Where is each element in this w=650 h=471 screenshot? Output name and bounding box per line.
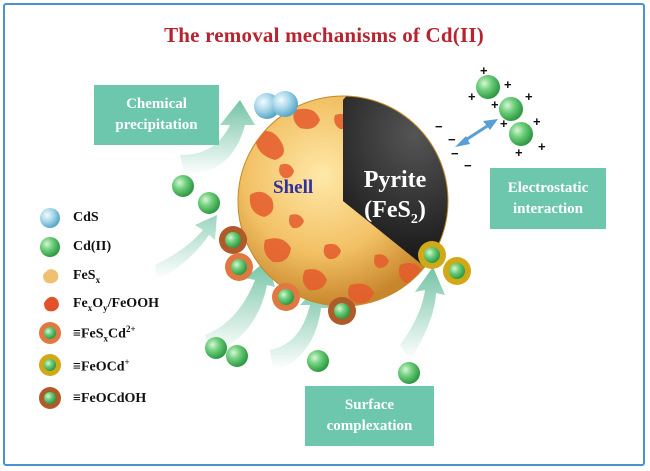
minus-sign: − [435, 119, 443, 134]
arrow-bottom-left [270, 283, 330, 370]
iron-oxide-patches [249, 96, 448, 304]
legend-item-fesxcd: ≡FeSxCd2+ [35, 321, 136, 347]
pyrite-label: Pyrite (FeS2) [345, 165, 445, 235]
minus-sign: − [451, 146, 459, 161]
charge-signs: + + + + + + + + + − − − − [435, 63, 546, 173]
plus-sign: + [468, 89, 476, 104]
arrow-bottom-right [400, 267, 445, 360]
arrow-left-lower [205, 260, 275, 353]
legend-item-feocdoh: ≡FeOCdOH [35, 386, 146, 412]
legend: CdS Cd(II) FeSx FexOy/FeOOH ≡FeSxCd2+ ≡F… [35, 205, 225, 433]
box-label-line: precipitation [115, 117, 198, 133]
legend-item-cd-ii: Cd(II) [35, 234, 111, 260]
arrow-left-far [155, 215, 217, 280]
legend-label: Cd(II) [73, 239, 112, 254]
plus-sign: + [491, 97, 499, 112]
plus-sign: + [504, 77, 512, 92]
cd-ions [172, 75, 533, 384]
legend-icons [39, 208, 61, 409]
minus-sign: − [464, 158, 472, 173]
plus-sign: + [538, 139, 546, 154]
legend-label: ≡FeSxCd2+ [73, 324, 136, 344]
pyrite-label-line1: Pyrite [363, 167, 427, 193]
legend-label: ≡FeOCd+ [73, 356, 130, 375]
box-label-line: interaction [513, 200, 583, 217]
box-label-line: Chemical [126, 96, 187, 112]
diagram-title: The removal mechanisms of Cd(II) [164, 23, 484, 47]
pyrite-core [343, 96, 448, 267]
legend-item-cds: CdS [35, 205, 99, 231]
chemical-precipitation-box: Chemical precipitation [94, 85, 219, 145]
diagram-frame: + + + + + + + + + − − − − The removal me… [3, 3, 645, 466]
legend-item-feocd: ≡FeOCd+ [35, 353, 130, 379]
mechanism-scene: + + + + + + + + + − − − − [39, 63, 546, 409]
cds-precipitate [254, 91, 298, 119]
surface-complexes [219, 226, 471, 325]
legend-label: ≡FeOCdOH [73, 391, 147, 406]
arrow-to-precipitation [180, 100, 255, 175]
iron-oxide-particle [44, 296, 59, 312]
cd-ion-particle [40, 237, 60, 257]
electrostatic-interaction-box: Electrostatic interaction [490, 168, 606, 229]
electrostatic-arrow [455, 119, 498, 147]
minus-sign: − [448, 132, 456, 147]
box-label-line: Electrostatic [507, 179, 589, 196]
legend-label: FexOy/FeOOH [73, 295, 159, 313]
legend-item-fesx: FeSx [35, 263, 100, 289]
surface-complexation-box: Surface complexation [305, 386, 434, 446]
flow-arrows [155, 100, 445, 370]
plus-sign: + [525, 89, 533, 104]
plus-sign: + [533, 114, 541, 129]
box-label-line: Surface [344, 397, 395, 413]
box-label-line: complexation [326, 418, 413, 434]
pyrite-label-line2: (FeS2) [364, 197, 426, 227]
pyrite-sphere [237, 95, 449, 307]
cds-particle [40, 208, 60, 228]
plus-sign: + [500, 116, 508, 131]
legend-item-iron-oxide: FexOy/FeOOH [35, 291, 159, 317]
fesx-particle [43, 269, 59, 284]
plus-sign: + [480, 63, 488, 78]
legend-label: CdS [73, 210, 99, 225]
legend-label: FeSx [73, 267, 101, 285]
plus-sign: + [515, 145, 523, 160]
shell-label: Shell [273, 177, 314, 198]
